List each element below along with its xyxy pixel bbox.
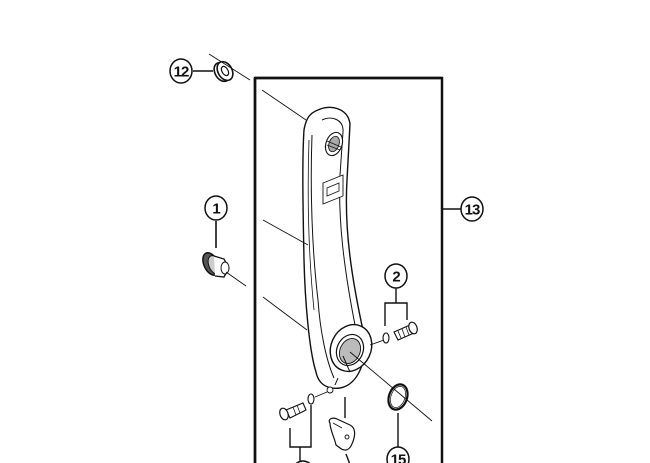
callout-13-label: 13 <box>465 202 480 219</box>
bracket-2-upper <box>384 288 408 326</box>
o-ring-15 <box>387 383 409 411</box>
fixing-bolt-1 <box>202 251 230 278</box>
callout-12-label: 12 <box>174 64 189 81</box>
callout-2-upper[interactable]: 2 <box>384 263 408 289</box>
callout-1-label: 1 <box>212 201 220 218</box>
callout-1[interactable]: 1 <box>204 195 228 221</box>
plate-14 <box>328 417 356 451</box>
bracket-2-lower <box>289 405 312 462</box>
crank-arm <box>302 106 373 394</box>
callout-2-upper-label: 2 <box>392 269 400 286</box>
callout-15-label: 15 <box>391 452 406 463</box>
callout-12[interactable]: 12 <box>169 58 193 84</box>
callout-15[interactable]: 15 <box>386 446 410 463</box>
pinch-bolt-upper <box>382 321 418 344</box>
washer-12 <box>213 60 234 83</box>
callout-13[interactable]: 13 <box>460 196 484 222</box>
pinch-bolt-lower <box>279 393 315 421</box>
